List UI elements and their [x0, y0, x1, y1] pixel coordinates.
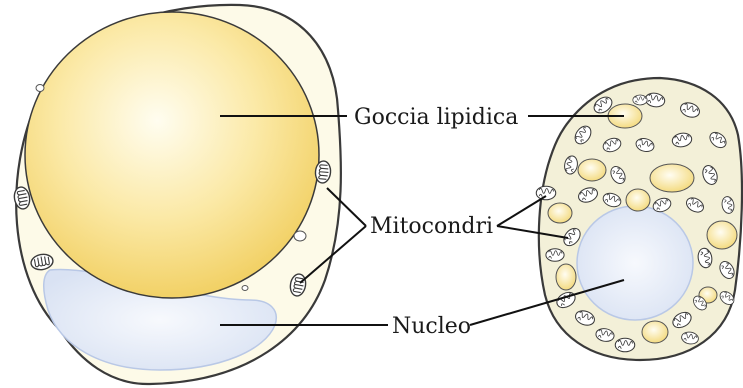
label-mitochondria: Mitocondri	[370, 214, 493, 239]
vesicle	[294, 231, 306, 241]
mitochondrion-icon	[615, 338, 635, 352]
large-lipid-droplet	[25, 12, 319, 298]
mitochondrion-icon	[536, 186, 556, 200]
mitochondrion-icon	[633, 95, 647, 105]
label-lipid-droplet: Goccia lipidica	[354, 105, 518, 130]
label-nucleus: Nucleo	[392, 314, 471, 339]
vesicle	[242, 286, 248, 291]
nucleus	[577, 206, 693, 320]
white-adipocyte	[13, 5, 341, 384]
mitochondrion-icon	[546, 249, 564, 262]
vesicle	[36, 85, 44, 92]
brown-adipocyte	[536, 78, 742, 360]
